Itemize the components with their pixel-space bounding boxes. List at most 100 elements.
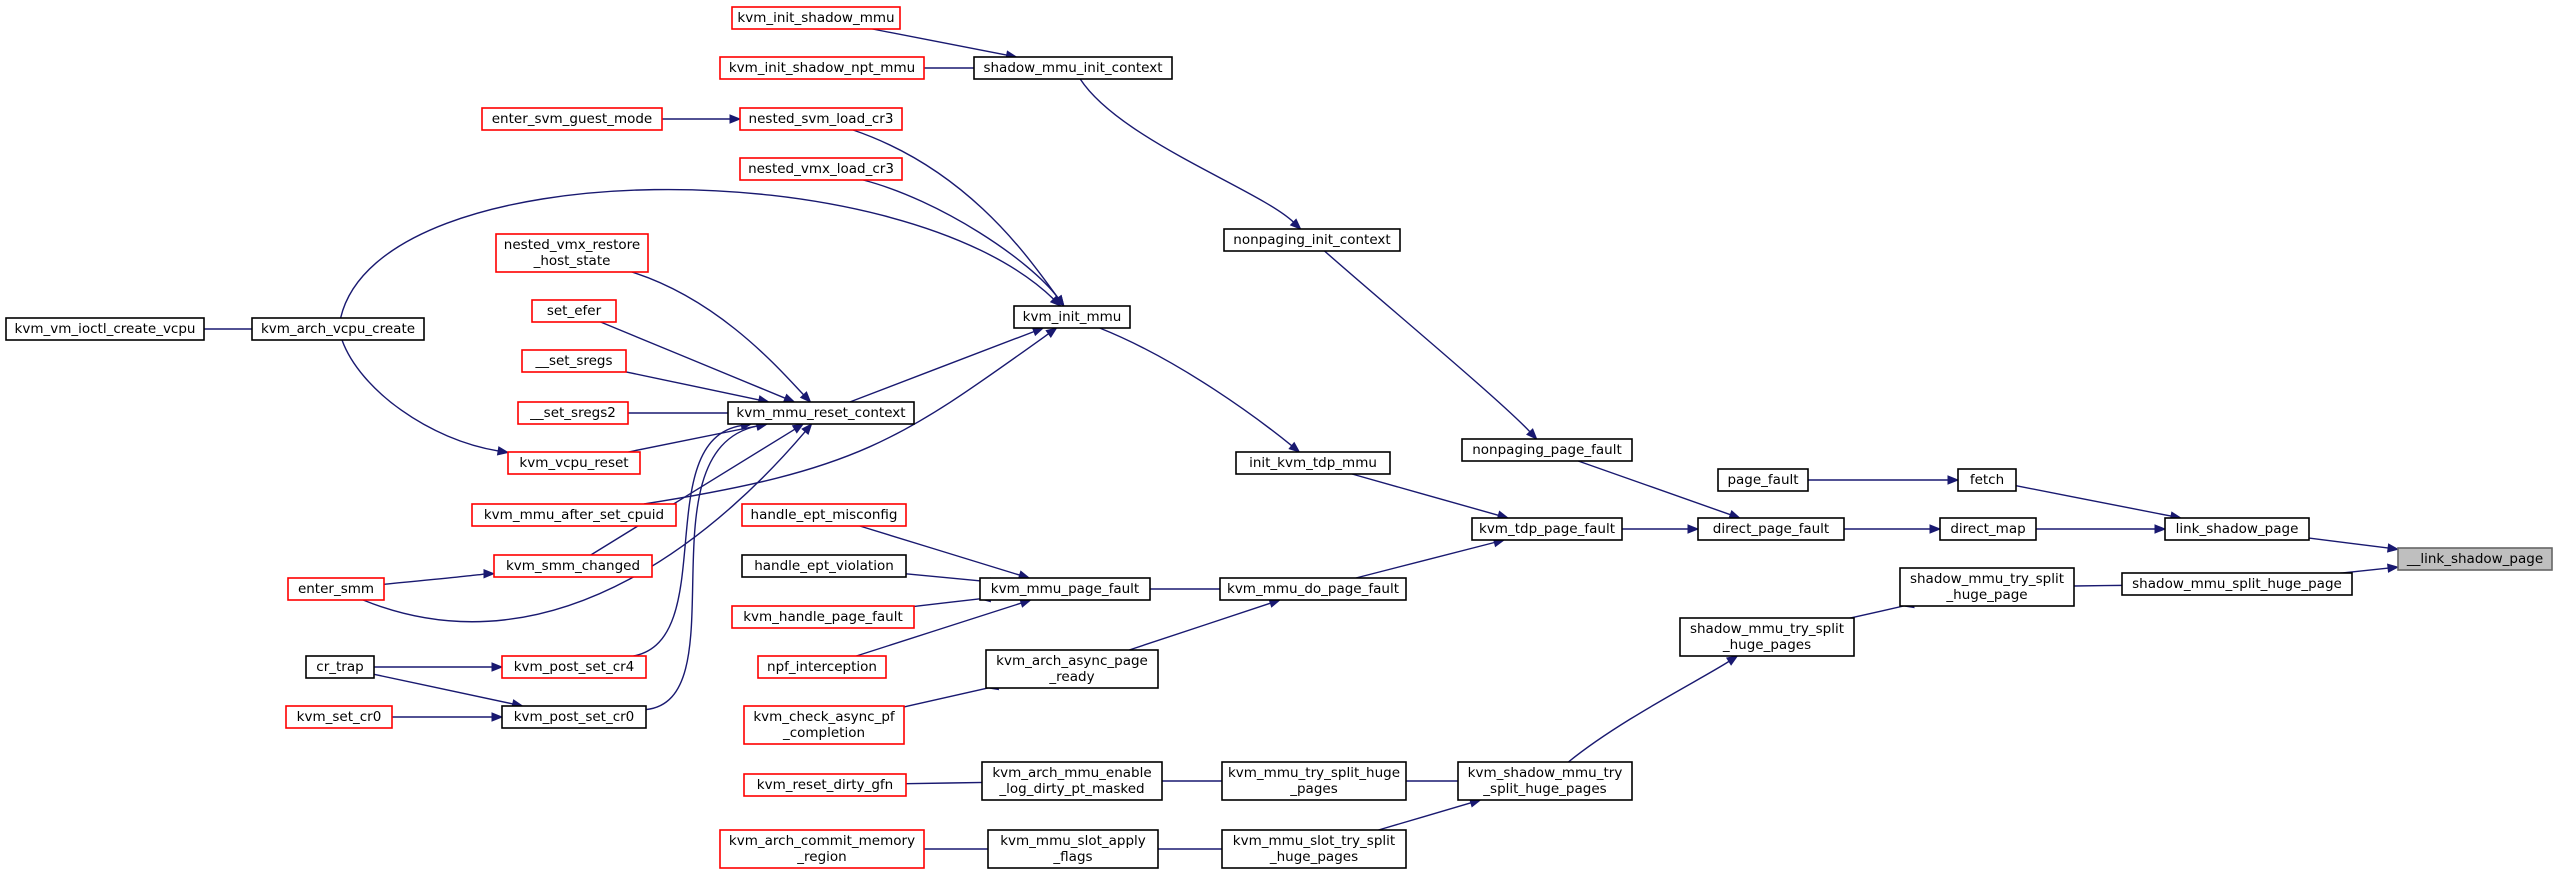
- function-node-kvm-arch-vcpu-create[interactable]: kvm_arch_vcpu_create: [251, 317, 425, 341]
- node-box[interactable]: [501, 655, 647, 679]
- function-node-kvm-post-set-cr4[interactable]: kvm_post_set_cr4: [501, 655, 647, 679]
- function-node-kvm-mmu-try-split-huge-pages[interactable]: kvm_mmu_try_split_huge_pages: [1221, 761, 1407, 801]
- node-box[interactable]: [1219, 577, 1407, 601]
- function-node-kvm-mmu-reset-context[interactable]: kvm_mmu_reset_context: [727, 401, 915, 425]
- function-node-kvm-reset-dirty-gfn[interactable]: kvm_reset_dirty_gfn: [743, 773, 907, 797]
- function-node-kvm-mmu-slot-apply-flags[interactable]: kvm_mmu_slot_apply_flags: [987, 829, 1159, 869]
- function-node-handle-ept-violation[interactable]: handle_ept_violation: [741, 554, 907, 578]
- node-box[interactable]: [5, 317, 205, 341]
- node-box[interactable]: [739, 107, 903, 131]
- function-node-kvm-mmu-slot-try-split-huge-pages[interactable]: kvm_mmu_slot_try_split_huge_pages: [1221, 829, 1407, 869]
- function-node-kvm-arch-mmu-enable-log-dirty-pt-masked[interactable]: kvm_arch_mmu_enable_log_dirty_pt_masked: [981, 761, 1163, 801]
- function-node-shadow-mmu-init-context[interactable]: shadow_mmu_init_context: [973, 56, 1173, 80]
- node-box[interactable]: [2397, 547, 2553, 571]
- node-box[interactable]: [481, 107, 663, 131]
- node-box[interactable]: [1221, 761, 1407, 801]
- node-box[interactable]: [1223, 228, 1401, 252]
- function-node-page-fault[interactable]: page_fault: [1717, 468, 1809, 492]
- node-box[interactable]: [2121, 572, 2353, 596]
- node-box[interactable]: [1717, 468, 1809, 492]
- function-node-init-kvm-tdp-mmu[interactable]: init_kvm_tdp_mmu: [1235, 451, 1391, 475]
- node-box[interactable]: [507, 451, 641, 475]
- node-box[interactable]: [305, 655, 375, 679]
- node-box[interactable]: [979, 577, 1151, 601]
- node-box[interactable]: [1939, 517, 2037, 541]
- node-box[interactable]: [743, 705, 905, 745]
- function-node-kvm-handle-page-fault[interactable]: kvm_handle_page_fault: [731, 605, 915, 629]
- node-box[interactable]: [719, 829, 925, 869]
- node-box[interactable]: [1957, 468, 2017, 492]
- node-box[interactable]: [495, 233, 649, 273]
- node-box[interactable]: [1679, 617, 1855, 657]
- function-node-set-sregs[interactable]: __set_sregs: [521, 349, 627, 373]
- node-box[interactable]: [743, 773, 907, 797]
- node-box[interactable]: [287, 577, 385, 601]
- function-node-fetch[interactable]: fetch: [1957, 468, 2017, 492]
- node-box[interactable]: [757, 655, 887, 679]
- function-node-kvm-smm-changed[interactable]: kvm_smm_changed: [493, 554, 653, 578]
- node-box[interactable]: [517, 401, 629, 425]
- node-box[interactable]: [973, 56, 1173, 80]
- node-box[interactable]: [739, 157, 903, 181]
- function-node-direct-page-fault[interactable]: direct_page_fault: [1697, 517, 1845, 541]
- function-node-kvm-mmu-do-page-fault[interactable]: kvm_mmu_do_page_fault: [1219, 577, 1407, 601]
- node-box[interactable]: [471, 503, 677, 527]
- node-box[interactable]: [501, 705, 647, 729]
- node-box[interactable]: [1013, 305, 1131, 329]
- node-box[interactable]: [531, 299, 617, 323]
- function-node-handle-ept-misconfig[interactable]: handle_ept_misconfig: [741, 503, 907, 527]
- function-node-enter-svm-guest-mode[interactable]: enter_svm_guest_mode: [481, 107, 663, 131]
- node-box[interactable]: [1461, 438, 1633, 462]
- node-box[interactable]: [1457, 761, 1633, 801]
- function-node-link-shadow-page-focus[interactable]: __link_shadow_page: [2397, 547, 2553, 571]
- node-box[interactable]: [731, 605, 915, 629]
- function-node-nonpaging-init-context[interactable]: nonpaging_init_context: [1223, 228, 1401, 252]
- function-node-cr-trap[interactable]: cr_trap: [305, 655, 375, 679]
- function-node-kvm-init-shadow-npt-mmu[interactable]: kvm_init_shadow_npt_mmu: [719, 56, 925, 80]
- node-box[interactable]: [987, 829, 1159, 869]
- node-box[interactable]: [741, 554, 907, 578]
- function-node-kvm-tdp-page-fault[interactable]: kvm_tdp_page_fault: [1471, 517, 1623, 541]
- function-node-kvm-init-shadow-mmu[interactable]: kvm_init_shadow_mmu: [731, 6, 901, 30]
- function-node-nested-svm-load-cr3[interactable]: nested_svm_load_cr3: [739, 107, 903, 131]
- function-node-npf-interception[interactable]: npf_interception: [757, 655, 887, 679]
- function-node-set-sregs2[interactable]: __set_sregs2: [517, 401, 629, 425]
- function-node-kvm-mmu-after-set-cpuid[interactable]: kvm_mmu_after_set_cpuid: [471, 503, 677, 527]
- function-node-nested-vmx-restore-host-state[interactable]: nested_vmx_restore_host_state: [495, 233, 649, 273]
- function-node-set-efer[interactable]: set_efer: [531, 299, 617, 323]
- function-node-kvm-post-set-cr0[interactable]: kvm_post_set_cr0: [501, 705, 647, 729]
- function-node-kvm-set-cr0[interactable]: kvm_set_cr0: [285, 705, 393, 729]
- node-box[interactable]: [493, 554, 653, 578]
- function-node-kvm-arch-async-page-ready[interactable]: kvm_arch_async_page_ready: [985, 649, 1159, 689]
- function-node-nonpaging-page-fault[interactable]: nonpaging_page_fault: [1461, 438, 1633, 462]
- node-box[interactable]: [719, 56, 925, 80]
- node-box[interactable]: [1899, 567, 2075, 607]
- function-node-kvm-vm-ioctl-create-vcpu[interactable]: kvm_vm_ioctl_create_vcpu: [5, 317, 205, 341]
- node-box[interactable]: [1235, 451, 1391, 475]
- node-box[interactable]: [521, 349, 627, 373]
- node-box[interactable]: [741, 503, 907, 527]
- node-box[interactable]: [1697, 517, 1845, 541]
- function-node-enter-smm[interactable]: enter_smm: [287, 577, 385, 601]
- function-node-link-shadow-page[interactable]: link_shadow_page: [2164, 517, 2310, 541]
- function-node-kvm-shadow-mmu-try-split-huge-pages[interactable]: kvm_shadow_mmu_try_split_huge_pages: [1457, 761, 1633, 801]
- function-node-kvm-check-async-pf-completion[interactable]: kvm_check_async_pf_completion: [743, 705, 905, 745]
- function-node-shadow-mmu-try-split-huge-page[interactable]: shadow_mmu_try_split_huge_page: [1899, 567, 2075, 607]
- node-box[interactable]: [731, 6, 901, 30]
- function-node-shadow-mmu-try-split-huge-pages[interactable]: shadow_mmu_try_split_huge_pages: [1679, 617, 1855, 657]
- function-node-kvm-arch-commit-memory-region[interactable]: kvm_arch_commit_memory_region: [719, 829, 925, 869]
- function-node-kvm-vcpu-reset[interactable]: kvm_vcpu_reset: [507, 451, 641, 475]
- function-node-nested-vmx-load-cr3[interactable]: nested_vmx_load_cr3: [739, 157, 903, 181]
- node-box[interactable]: [981, 761, 1163, 801]
- function-node-direct-map[interactable]: direct_map: [1939, 517, 2037, 541]
- node-box[interactable]: [985, 649, 1159, 689]
- node-box[interactable]: [2164, 517, 2310, 541]
- function-node-shadow-mmu-split-huge-page[interactable]: shadow_mmu_split_huge_page: [2121, 572, 2353, 596]
- function-node-kvm-mmu-page-fault[interactable]: kvm_mmu_page_fault: [979, 577, 1151, 601]
- node-box[interactable]: [251, 317, 425, 341]
- node-box[interactable]: [1221, 829, 1407, 869]
- node-box[interactable]: [1471, 517, 1623, 541]
- node-box[interactable]: [285, 705, 393, 729]
- node-box[interactable]: [727, 401, 915, 425]
- function-node-kvm-init-mmu[interactable]: kvm_init_mmu: [1013, 305, 1131, 329]
